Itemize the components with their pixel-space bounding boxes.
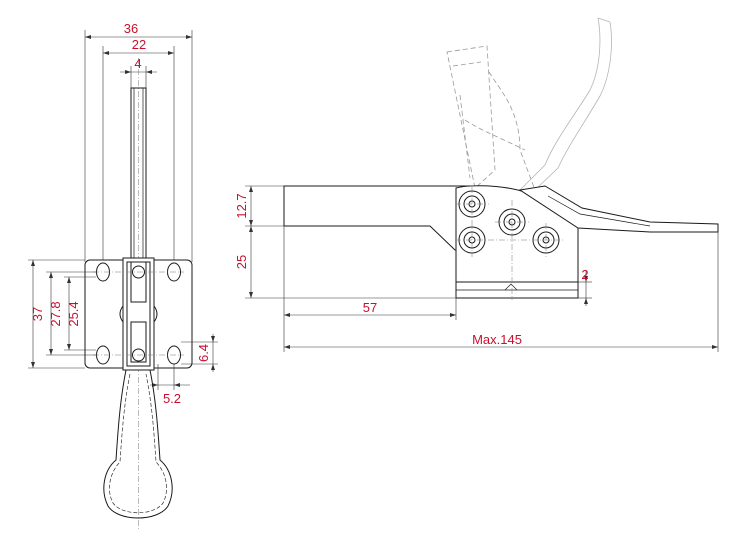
- dim-overall-width: 36: [124, 21, 138, 36]
- dim-hole-spacing-x: 22: [132, 37, 146, 52]
- dim-height-25: 25: [234, 255, 249, 269]
- dim-spindle: 4: [134, 56, 141, 71]
- dim-height-27-8: 27.8: [48, 301, 63, 326]
- front-view: [28, 30, 218, 530]
- dim-top-thickness: 12.7: [234, 193, 249, 218]
- dim-height-25-4: 25.4: [66, 301, 81, 326]
- dim-height-37: 37: [30, 307, 45, 321]
- dim-max-length: Max.145: [472, 332, 522, 347]
- dim-hole-offset: 5.2: [163, 391, 181, 406]
- dim-hole-dia: 6.4: [196, 344, 211, 362]
- dim-base-gap: 2: [581, 267, 588, 282]
- side-view: [245, 17, 719, 352]
- dim-reach: 57: [363, 300, 377, 315]
